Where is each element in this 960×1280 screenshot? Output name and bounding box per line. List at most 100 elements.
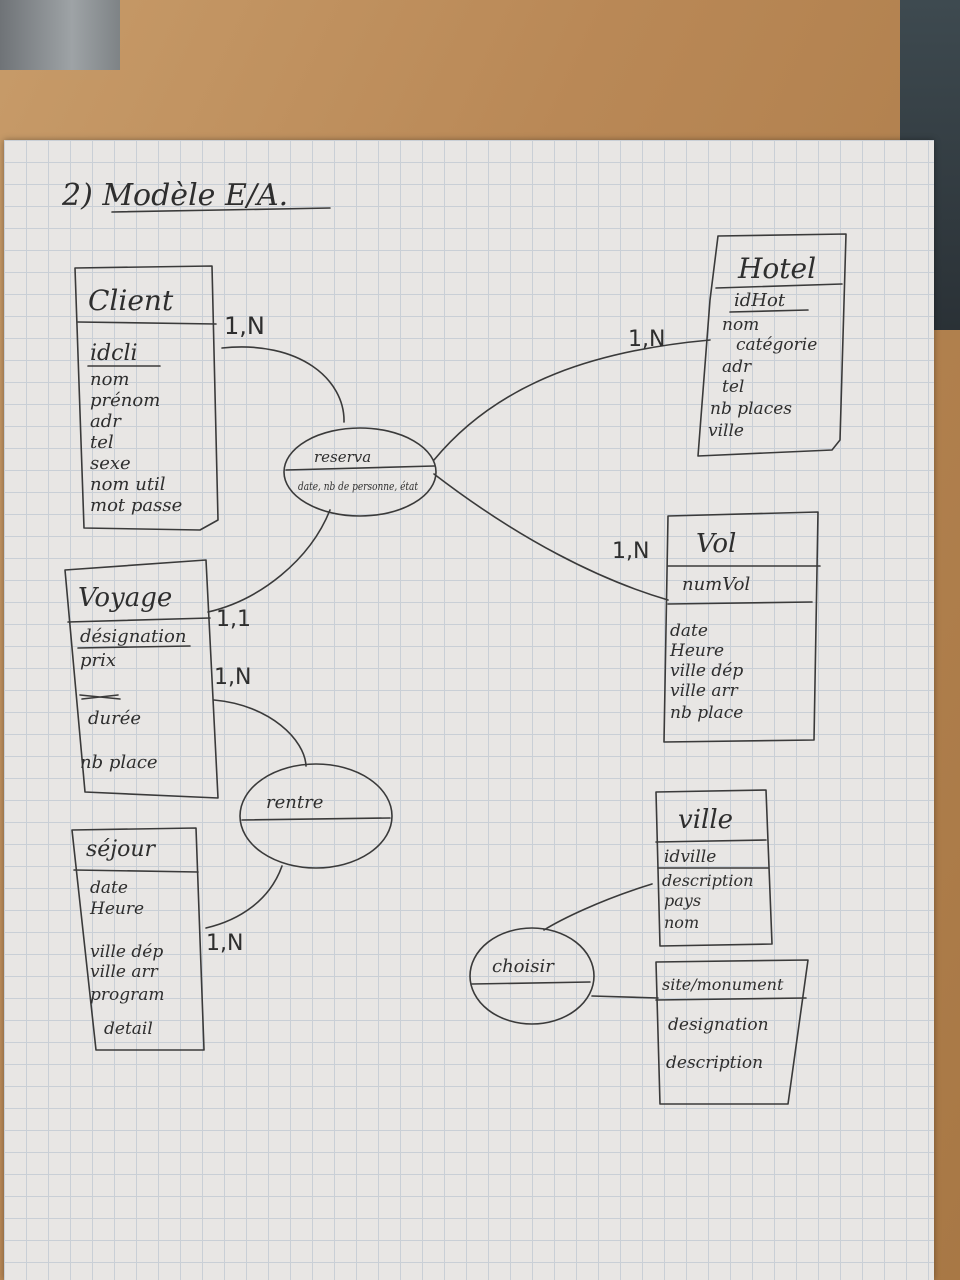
client-attr: tel xyxy=(90,432,114,453)
line-client-reserva xyxy=(221,346,345,423)
vol-attr: Heure xyxy=(669,641,724,661)
client-attr: nom xyxy=(90,369,130,390)
voyage-attr: prix xyxy=(80,650,116,671)
ville-attr: description xyxy=(662,871,753,890)
client-attr: adr xyxy=(90,411,122,432)
sejour-attr: ville dép xyxy=(90,942,163,962)
sejour-attr: date xyxy=(90,878,128,898)
client-title: Client xyxy=(88,284,174,317)
rentre-ellipse xyxy=(239,763,393,869)
diagram-title: 2) Modèle E/A. xyxy=(61,178,288,213)
cardinality-voyage-reserva: 1,1 xyxy=(216,607,251,632)
hotel-attr: catégorie xyxy=(736,335,817,355)
hotel-attr: ville xyxy=(708,421,744,441)
entity-voyage: Voyage désignation prix durée nb place xyxy=(64,559,219,799)
voyage-attr: durée xyxy=(88,708,141,729)
title-underline xyxy=(111,207,331,213)
site-title: site/monument xyxy=(662,975,784,994)
entity-client: Client idcli nom prénom adr tel sexe nom… xyxy=(74,265,219,531)
hotel-attr: nom xyxy=(722,315,759,335)
voyage-box xyxy=(64,559,219,799)
voyage-crossed-out xyxy=(79,694,121,700)
choisir-divider xyxy=(471,981,591,985)
voyage-key: désignation xyxy=(80,626,186,647)
ville-key: idville xyxy=(664,847,716,867)
vol-attr: ville arr xyxy=(670,681,739,701)
line-choisir-ville xyxy=(543,883,653,931)
vol-title: Vol xyxy=(696,529,736,559)
sejour-attr: detail xyxy=(104,1019,153,1039)
sejour-box xyxy=(71,827,205,1051)
client-attr: prénom xyxy=(90,390,160,411)
relation-choisir: choisir xyxy=(469,927,595,1025)
rentre-title: rentre xyxy=(266,792,323,813)
reserva-title: reserva xyxy=(314,448,371,466)
cardinality-client-reserva: 1,N xyxy=(224,312,265,340)
hotel-key: idHot xyxy=(734,290,786,311)
sejour-attr: ville arr xyxy=(90,962,159,982)
vol-attr: nb place xyxy=(670,703,743,723)
site-header-line xyxy=(655,997,807,1001)
choisir-ellipse xyxy=(469,927,595,1025)
client-key: idcli xyxy=(90,341,138,366)
hotel-attr: nb places xyxy=(710,399,792,419)
hotel-attr: tel xyxy=(722,377,744,397)
client-attr: nom util xyxy=(90,474,166,495)
background-object xyxy=(0,0,120,70)
site-attr: description xyxy=(666,1053,763,1073)
entity-vol: Vol numVol date Heure ville dép ville ar… xyxy=(663,511,821,743)
hotel-box xyxy=(697,233,847,457)
relation-reserva: reserva date, nb de personne, état xyxy=(283,427,437,517)
sejour-title: séjour xyxy=(86,837,157,862)
sejour-header-line xyxy=(73,869,199,873)
client-header-line xyxy=(77,321,217,325)
site-attr: designation xyxy=(668,1015,769,1035)
line-voyage-rentre xyxy=(213,699,307,767)
hotel-key-underline xyxy=(729,309,809,313)
entity-ville: ville idville description pays nom xyxy=(655,789,773,947)
line-reserva-voyage xyxy=(207,509,331,613)
line-reserva-vol xyxy=(433,473,669,601)
vol-key-separator xyxy=(667,601,813,605)
entity-site-monument: site/monument designation description xyxy=(655,959,809,1105)
hotel-title: Hotel xyxy=(737,252,816,285)
vol-key: numVol xyxy=(682,574,750,595)
rentre-divider xyxy=(241,817,391,821)
ville-attr: nom xyxy=(664,913,699,932)
client-attr: mot passe xyxy=(90,495,182,516)
cardinality-voyage-rentre: 1,N xyxy=(214,665,251,690)
line-reserva-hotel xyxy=(433,339,711,461)
vol-box xyxy=(663,511,819,743)
voyage-key-underline xyxy=(77,645,191,649)
hotel-attr: adr xyxy=(722,357,752,377)
cardinality-hotel-reserva: 1,N xyxy=(628,327,665,352)
entity-hotel: Hotel idHot nom catégorie adr tel nb pla… xyxy=(697,233,847,457)
ville-box xyxy=(655,789,773,947)
vol-attr: ville dép xyxy=(670,661,743,681)
grid-paper-sheet xyxy=(4,140,934,1280)
relation-rentre: rentre xyxy=(239,763,393,869)
entity-sejour: séjour date Heure ville dép ville arr pr… xyxy=(71,827,205,1051)
reserva-divider xyxy=(285,465,435,471)
voyage-title: Voyage xyxy=(78,583,172,613)
choisir-title: choisir xyxy=(492,956,555,977)
voyage-header-line xyxy=(67,617,211,623)
cardinality-sejour-rentre: 1,N xyxy=(206,931,243,956)
ville-title: ville xyxy=(678,805,733,835)
client-box xyxy=(74,265,219,531)
client-attr: sexe xyxy=(90,453,131,474)
reserva-attributes: date, nb de personne, état xyxy=(298,480,418,493)
hotel-header-line xyxy=(715,283,843,289)
sejour-attr: program xyxy=(90,985,165,1005)
voyage-attr: nb place xyxy=(80,752,158,773)
site-box xyxy=(655,959,809,1105)
vol-attr: date xyxy=(670,621,708,641)
cardinality-vol-reserva: 1,N xyxy=(612,539,649,564)
ville-attr: pays xyxy=(664,891,701,910)
ville-header-line xyxy=(655,839,767,843)
sejour-attr: Heure xyxy=(89,899,144,919)
line-choisir-site xyxy=(591,995,659,999)
reserva-ellipse xyxy=(283,427,437,517)
line-rentre-sejour xyxy=(205,865,283,929)
